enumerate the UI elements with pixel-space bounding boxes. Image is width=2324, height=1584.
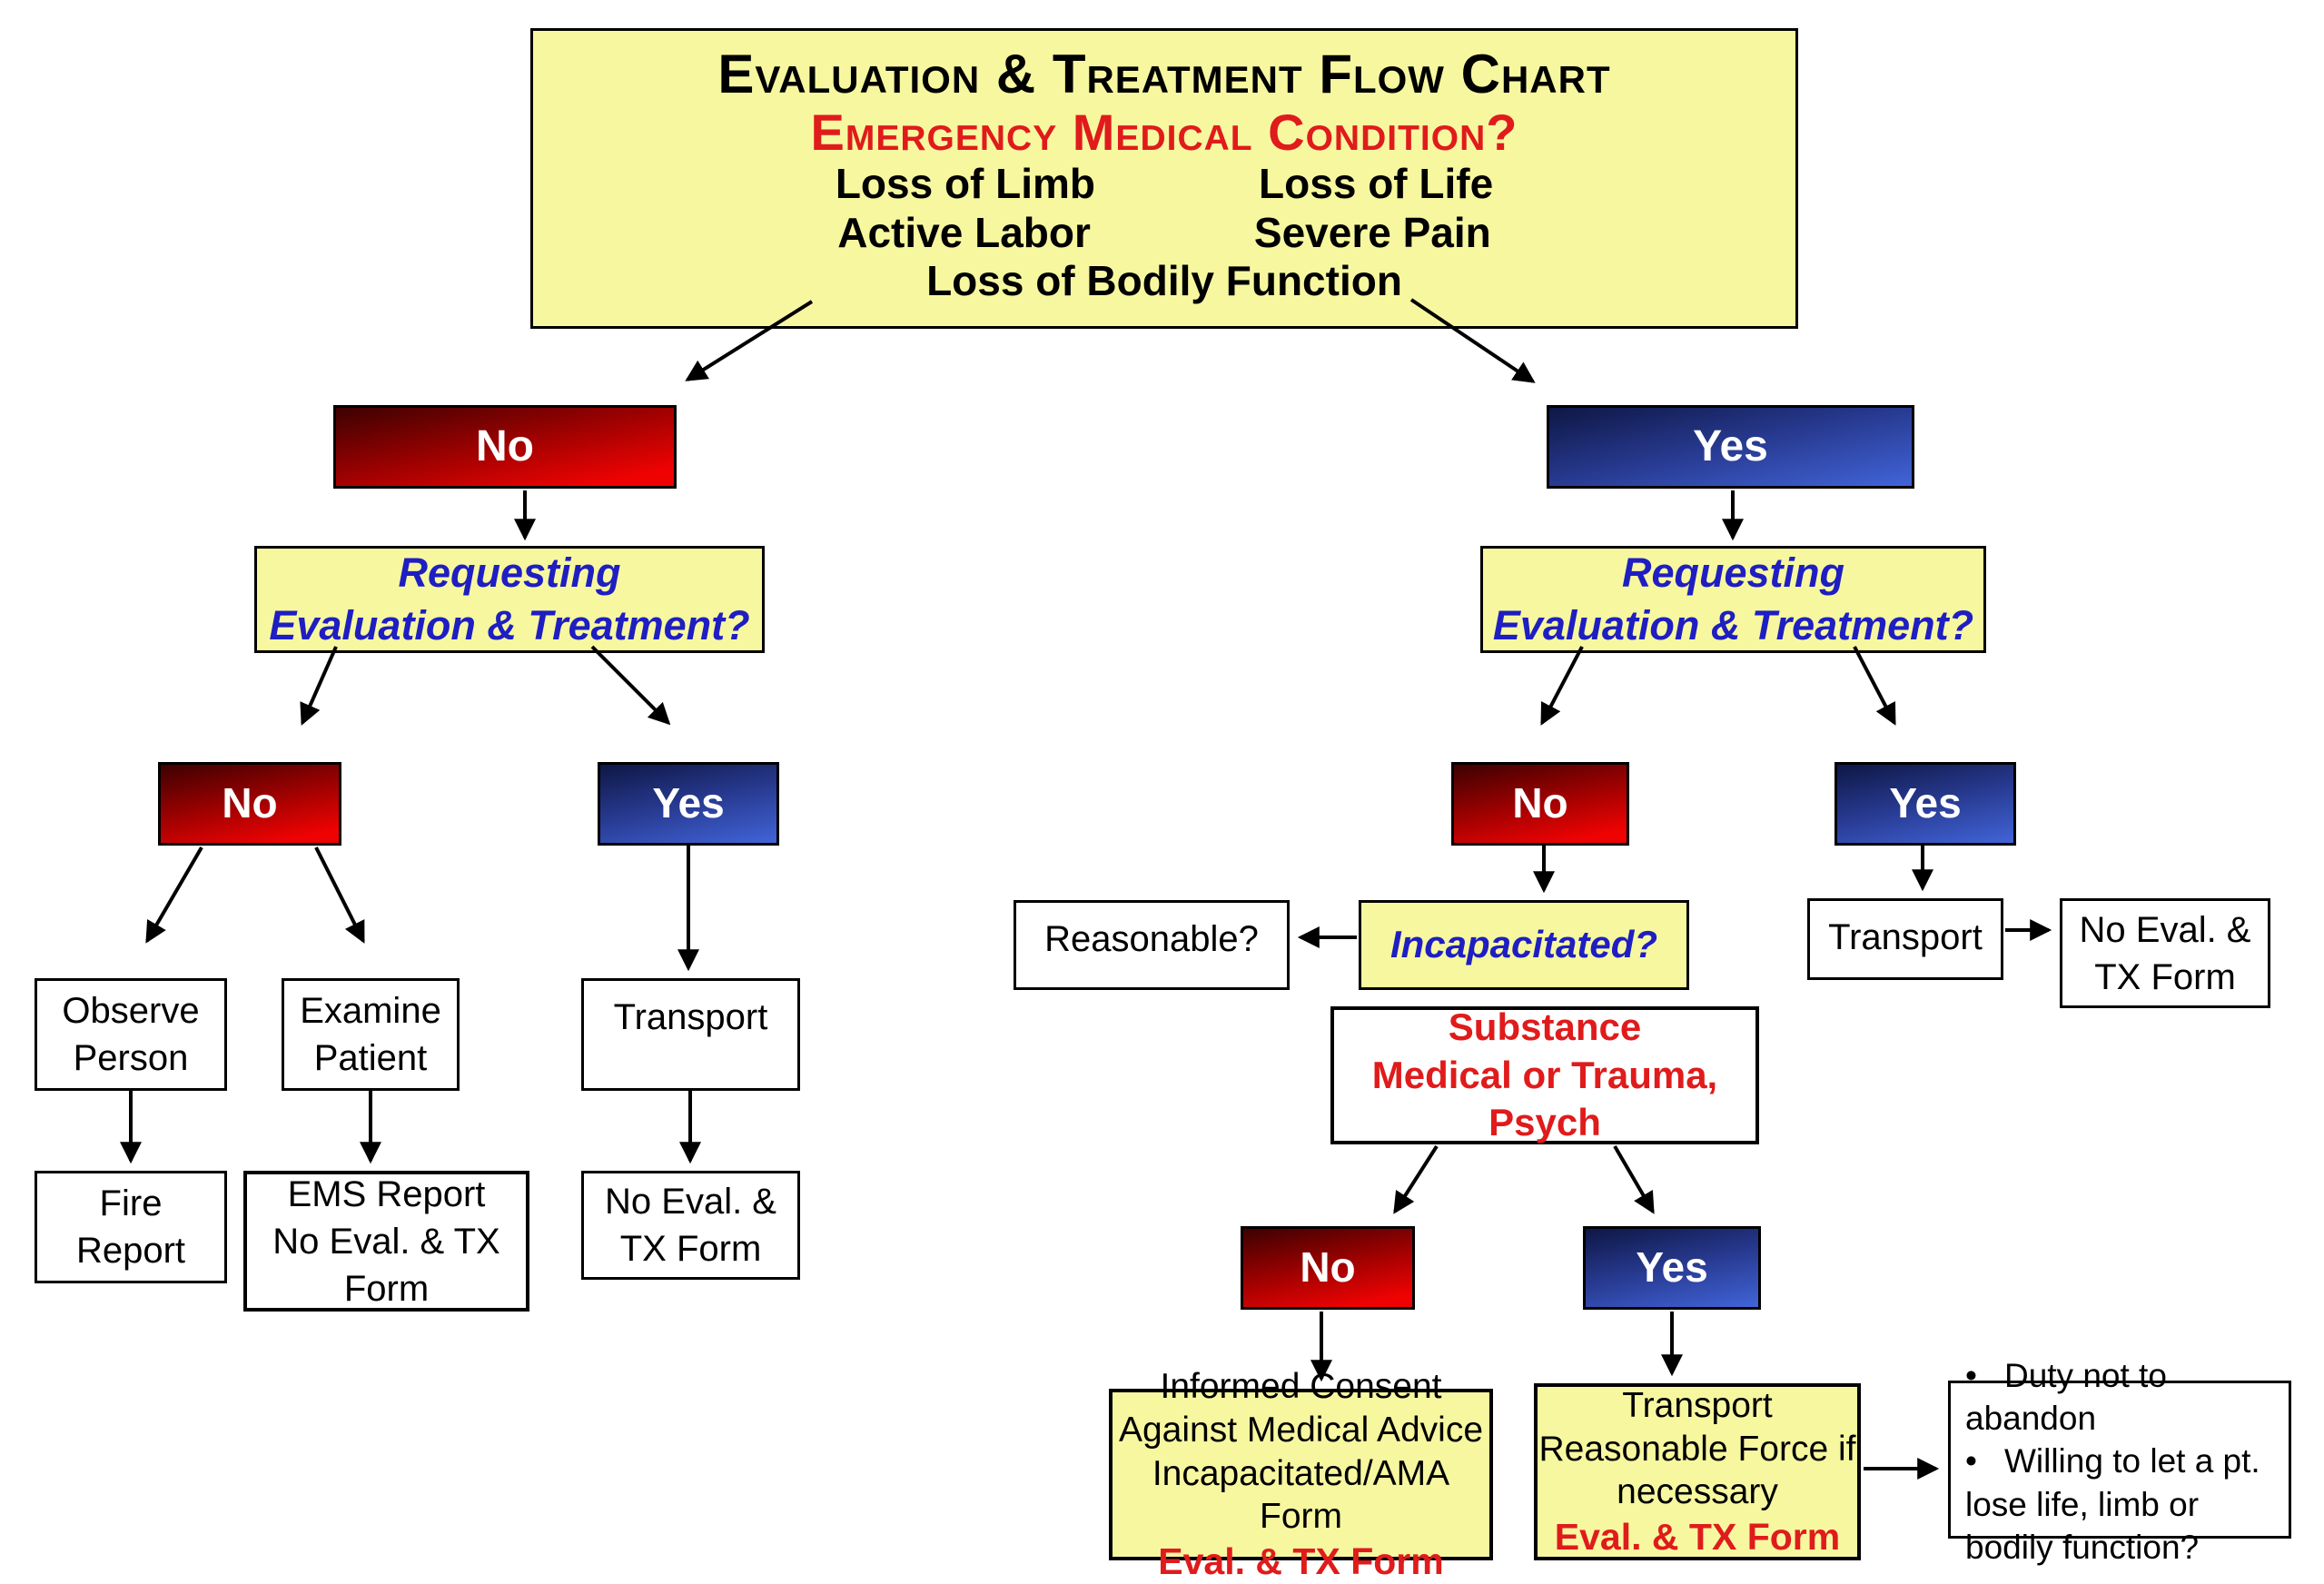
incapacitated-label: Incapacitated? bbox=[1389, 923, 1658, 966]
requesting-right-line1: Requesting bbox=[1621, 549, 1845, 596]
fire-line2: Report bbox=[75, 1231, 186, 1271]
condition-row-2: Active Labor Severe Pain bbox=[837, 209, 1490, 257]
ems-line1: EMS Report bbox=[287, 1173, 486, 1214]
incapacitated-box: Incapacitated? bbox=[1359, 900, 1689, 990]
transport-force-line2: Reasonable Force if bbox=[1538, 1429, 1856, 1469]
requesting-left-line2: Evaluation & Treatment? bbox=[269, 602, 750, 648]
substance-line2: Medical or Trauma, bbox=[1371, 1053, 1718, 1096]
examine-patient-box: Examine Patient bbox=[282, 978, 460, 1091]
duty-notes-box: Duty not to abandon Willing to let a pt.… bbox=[1948, 1357, 2291, 1566]
transport-reasonable-force-box: Transport Reasonable Force if necessary … bbox=[1534, 1383, 1861, 1560]
note-duty-not-to-abandon: Duty not to abandon bbox=[1965, 1354, 2279, 1440]
arrow-requesting-right-to-yes bbox=[1853, 646, 1896, 726]
transport-right-box: Transport bbox=[1807, 898, 2003, 980]
requesting-eval-treatment-right-box: Requesting Evaluation & Treatment? bbox=[1480, 546, 1986, 653]
ems-line2: No Eval. & TX bbox=[272, 1221, 500, 1262]
informed-consent-box: Informed Consent Against Medical Advice … bbox=[1109, 1367, 1493, 1582]
requesting-right-line2: Evaluation & Treatment? bbox=[1492, 602, 1974, 648]
fire-line1: Fire bbox=[99, 1183, 163, 1223]
substance-medical-trauma-psych-box: Substance Medical or Trauma, Psych bbox=[1330, 1005, 1759, 1144]
substance-line1: Substance bbox=[1448, 1005, 1642, 1049]
no-eval-left-line1: No Eval. & bbox=[605, 1182, 776, 1222]
informed-eval-tx-form: Eval. & TX Form bbox=[1158, 1539, 1444, 1582]
condition-loss-of-limb: Loss of Limb bbox=[835, 160, 1096, 208]
transport-force-line1: Transport bbox=[1622, 1386, 1773, 1426]
examine-line1: Examine bbox=[300, 991, 441, 1031]
condition-severe-pain: Severe Pain bbox=[1253, 208, 1491, 256]
incapacitated-no-box: No bbox=[1241, 1226, 1415, 1310]
no-eval-left-line2: TX Form bbox=[619, 1229, 762, 1269]
informed-line3: Incapacitated/AMA Form bbox=[1152, 1453, 1450, 1537]
incapacitated-yes-box: Yes bbox=[1583, 1226, 1761, 1310]
requesting-left-line1: Requesting bbox=[398, 549, 621, 596]
informed-line1: Informed Consent bbox=[1160, 1367, 1442, 1407]
no-eval-tx-left-box: No Eval. & TX Form bbox=[581, 1171, 800, 1280]
title-box: Evaluation & Treatment Flow Chart Emerge… bbox=[530, 28, 1798, 329]
informed-line2: Against Medical Advice bbox=[1118, 1410, 1484, 1450]
no-eval-right-line1: No Eval. & bbox=[2079, 909, 2251, 950]
condition-loss-of-bodily-function: Loss of Bodily Function bbox=[926, 257, 1402, 305]
emc-yes-box: Yes bbox=[1547, 405, 1914, 489]
transport-force-eval-tx-form: Eval. & TX Form bbox=[1554, 1515, 1841, 1558]
arrow-requesting-left-to-yes bbox=[590, 645, 671, 726]
arrow-substance-to-yes bbox=[1613, 1144, 1655, 1214]
requesting-eval-treatment-left-box: Requesting Evaluation & Treatment? bbox=[254, 546, 765, 653]
ems-line3: Form bbox=[343, 1268, 430, 1309]
left-requesting-yes-box: Yes bbox=[598, 762, 779, 846]
condition-loss-of-life: Loss of Life bbox=[1259, 160, 1494, 208]
no-eval-tx-right-box: No Eval. & TX Form bbox=[2060, 898, 2270, 1008]
transport-left-box: Transport bbox=[581, 978, 800, 1091]
observe-line1: Observe bbox=[62, 991, 200, 1031]
arrow-requesting-left-to-no bbox=[300, 646, 338, 726]
arrow-no-to-observe bbox=[145, 846, 203, 944]
ems-report-box: EMS Report No Eval. & TX Form bbox=[243, 1171, 529, 1312]
emc-no-box: No bbox=[333, 405, 677, 489]
examine-line2: Patient bbox=[313, 1038, 428, 1078]
flow-chart-title: Evaluation & Treatment Flow Chart bbox=[717, 44, 1611, 104]
note-willing-to-let-patient: Willing to let a pt. lose life, limb or … bbox=[1965, 1440, 2279, 1569]
right-requesting-no-box: No bbox=[1451, 762, 1629, 846]
observe-person-box: Observe Person bbox=[35, 978, 227, 1091]
condition-row-1: Loss of Limb Loss of Life bbox=[836, 160, 1493, 208]
condition-active-labor: Active Labor bbox=[837, 208, 1091, 256]
right-requesting-yes-box: Yes bbox=[1834, 762, 2016, 846]
arrow-no-to-examine bbox=[314, 846, 365, 944]
reasonable-box: Reasonable? bbox=[1014, 900, 1290, 990]
transport-force-line3: necessary bbox=[1617, 1472, 1778, 1512]
emergency-condition-question: Emergency Medical Condition? bbox=[810, 103, 1518, 161]
fire-report-box: Fire Report bbox=[35, 1171, 227, 1283]
arrow-substance-to-no bbox=[1393, 1144, 1439, 1214]
observe-line2: Person bbox=[73, 1038, 189, 1078]
left-requesting-no-box: No bbox=[158, 762, 341, 846]
substance-line3: Psych bbox=[1488, 1101, 1601, 1144]
arrow-requesting-right-to-no bbox=[1540, 646, 1584, 726]
no-eval-right-line2: TX Form bbox=[2094, 956, 2236, 997]
